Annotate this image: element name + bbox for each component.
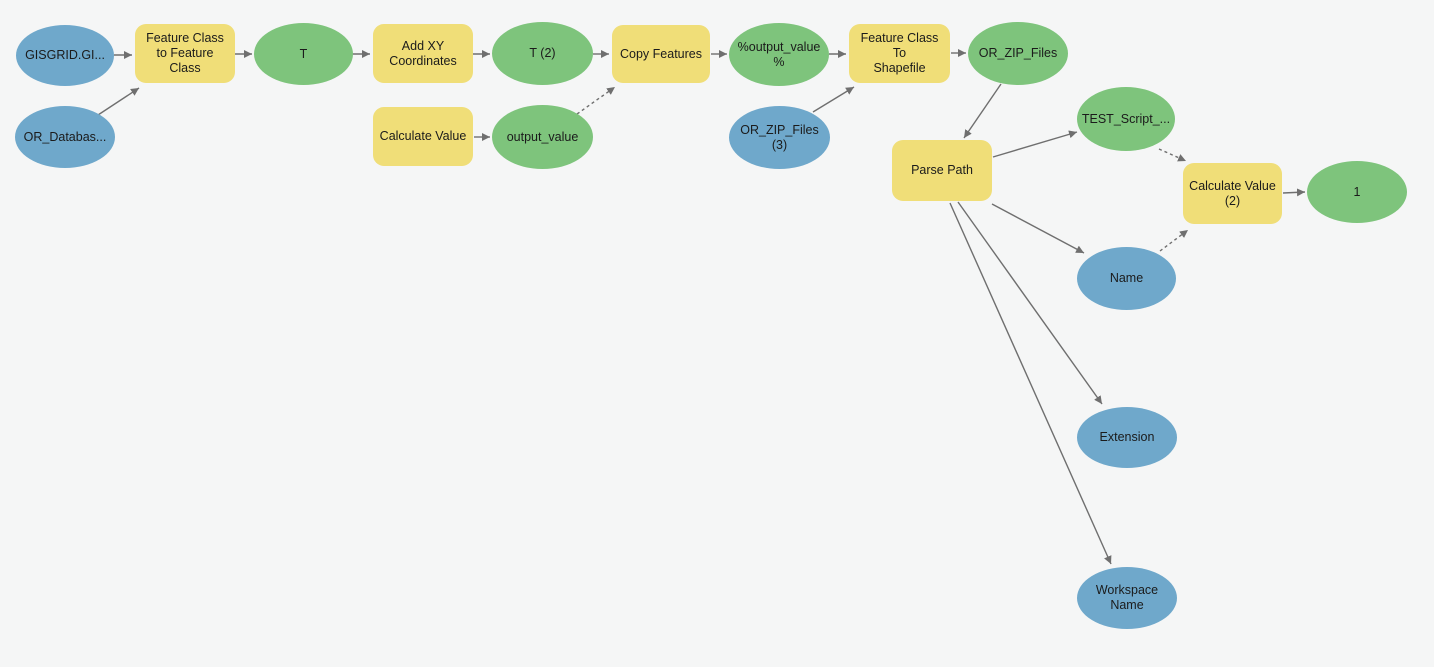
connector-output-value-to-copy-features[interactable] <box>576 86 616 115</box>
tool-node-calculate-value-2[interactable]: Calculate Value (2) <box>1183 163 1282 224</box>
connector-or-database-to-fc-to-fc[interactable] <box>97 87 140 116</box>
connector-name-to-calculate-value-2[interactable] <box>1159 229 1189 252</box>
input-node-workspace-name[interactable]: Workspace Name <box>1077 567 1177 629</box>
tool-node-feature-class-to-shapefile[interactable]: Feature Class To Shapefile <box>849 24 950 83</box>
tool-node-parse-path[interactable]: Parse Path <box>892 140 992 201</box>
connector-parse-path-to-workspace-name[interactable] <box>949 202 1112 565</box>
tool-node-copy-features[interactable]: Copy Features <box>612 25 710 83</box>
input-node-gisgrid[interactable]: GISGRID.GI... <box>16 25 114 86</box>
output-node-test-script[interactable]: TEST_Script_... <box>1077 87 1175 151</box>
tool-node-calculate-value[interactable]: Calculate Value <box>373 107 473 166</box>
connector-calculate-value-2-to-one[interactable] <box>1282 188 1306 197</box>
connector-parse-path-to-test-script[interactable] <box>992 130 1078 158</box>
input-node-name[interactable]: Name <box>1077 247 1176 310</box>
input-node-or-zip-files-3[interactable]: OR_ZIP_Files (3) <box>729 106 830 169</box>
output-node-t[interactable]: T <box>254 23 353 85</box>
output-node-t-2[interactable]: T (2) <box>492 22 593 85</box>
connector-parse-path-to-name[interactable] <box>991 203 1085 254</box>
output-node-one[interactable]: 1 <box>1307 161 1407 223</box>
output-node-or-zip-files[interactable]: OR_ZIP_Files <box>968 22 1068 85</box>
connector-test-script-to-calculate-value-2[interactable] <box>1158 148 1187 162</box>
input-node-extension[interactable]: Extension <box>1077 407 1177 468</box>
connector-or-zip-files-to-parse-path[interactable] <box>963 83 1002 139</box>
output-node-output-value-pct[interactable]: %output_value % <box>729 23 829 86</box>
tool-node-feature-class-to-feature-class[interactable]: Feature Class to Feature Class <box>135 24 235 83</box>
input-node-or-database[interactable]: OR_Databas... <box>15 106 115 168</box>
output-node-output-value[interactable]: output_value <box>492 105 593 169</box>
tool-node-add-xy-coordinates[interactable]: Add XY Coordinates <box>373 24 473 83</box>
connector-or-zip-files-3-to-fc-to-shapefile[interactable] <box>812 86 855 113</box>
connector-parse-path-to-extension[interactable] <box>957 201 1103 405</box>
